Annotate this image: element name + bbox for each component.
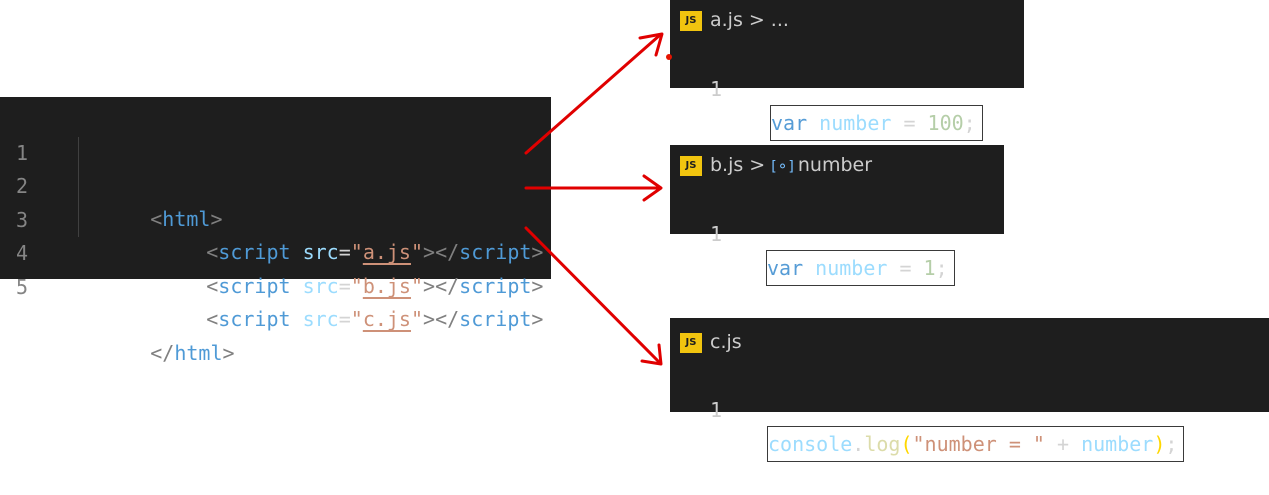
b-js-editor: JS b.js> [⚬]number 1 var number = 1; — [670, 145, 1004, 286]
breakpoint-dot — [666, 54, 672, 60]
code-line: 3 <script src="b.js"></script> — [0, 171, 543, 298]
breadcrumb-symbol[interactable]: number — [797, 154, 873, 176]
code-line: 1 <html> — [0, 104, 223, 231]
javascript-file-icon: JS — [680, 10, 702, 31]
breadcrumb-file[interactable]: b.js — [710, 154, 744, 176]
breadcrumb-symbol[interactable]: ... — [770, 9, 789, 31]
code-text[interactable]: console.log("number = " + number); — [766, 426, 1185, 462]
breadcrumb: JS c.js — [680, 322, 742, 362]
breadcrumb-file[interactable]: a.js — [710, 9, 743, 31]
indent-guide — [78, 137, 79, 237]
code-line: 2 <script src="a.js"></script> — [0, 137, 543, 264]
code-line: 5 </html> — [0, 238, 235, 365]
a-js-editor: JS a.js>... 1 var number = 100; — [670, 0, 1024, 141]
symbol-variable-icon: [⚬] — [771, 159, 794, 175]
code-text[interactable]: var number = 1; — [766, 250, 955, 286]
breadcrumb-file[interactable]: c.js — [710, 331, 742, 353]
code-text[interactable]: var number = 100; — [770, 105, 983, 141]
javascript-file-icon: JS — [680, 332, 702, 353]
line-number: 5 — [16, 275, 29, 299]
chevron-right-icon: > — [749, 154, 766, 176]
arrows-overlay — [524, 32, 664, 366]
script-src-link[interactable]: c.js — [362, 307, 411, 331]
line-number: 1 — [710, 222, 723, 246]
arrow-to-a-js — [524, 32, 664, 155]
code-line: 1 var number = 1; — [670, 183, 1004, 286]
code-line: 4 <script src="c.js"></script> — [0, 204, 543, 331]
html-close-tag: html — [174, 341, 223, 365]
html-code-panel: 1 <html> 2 <script src="a.js"></script> … — [0, 97, 551, 365]
html-open-tag: html — [162, 207, 211, 231]
arrow-to-b-js — [524, 174, 663, 202]
line-number: 1 — [710, 77, 723, 101]
breadcrumb: JS b.js> [⚬]number — [680, 145, 872, 185]
chevron-right-icon: > — [748, 9, 765, 31]
script-src-link[interactable]: a.js — [362, 240, 411, 264]
script-src-link[interactable]: b.js — [362, 274, 411, 298]
breadcrumb: JS a.js>... — [680, 0, 789, 40]
javascript-file-icon: JS — [680, 155, 702, 176]
line-number: 3 — [16, 208, 29, 232]
line-number: 1 — [16, 141, 29, 165]
line-number: 2 — [16, 174, 29, 198]
arrow-to-c-js — [524, 226, 663, 366]
line-number: 4 — [16, 241, 29, 265]
code-line: 1 var number = 100; — [670, 38, 1024, 141]
